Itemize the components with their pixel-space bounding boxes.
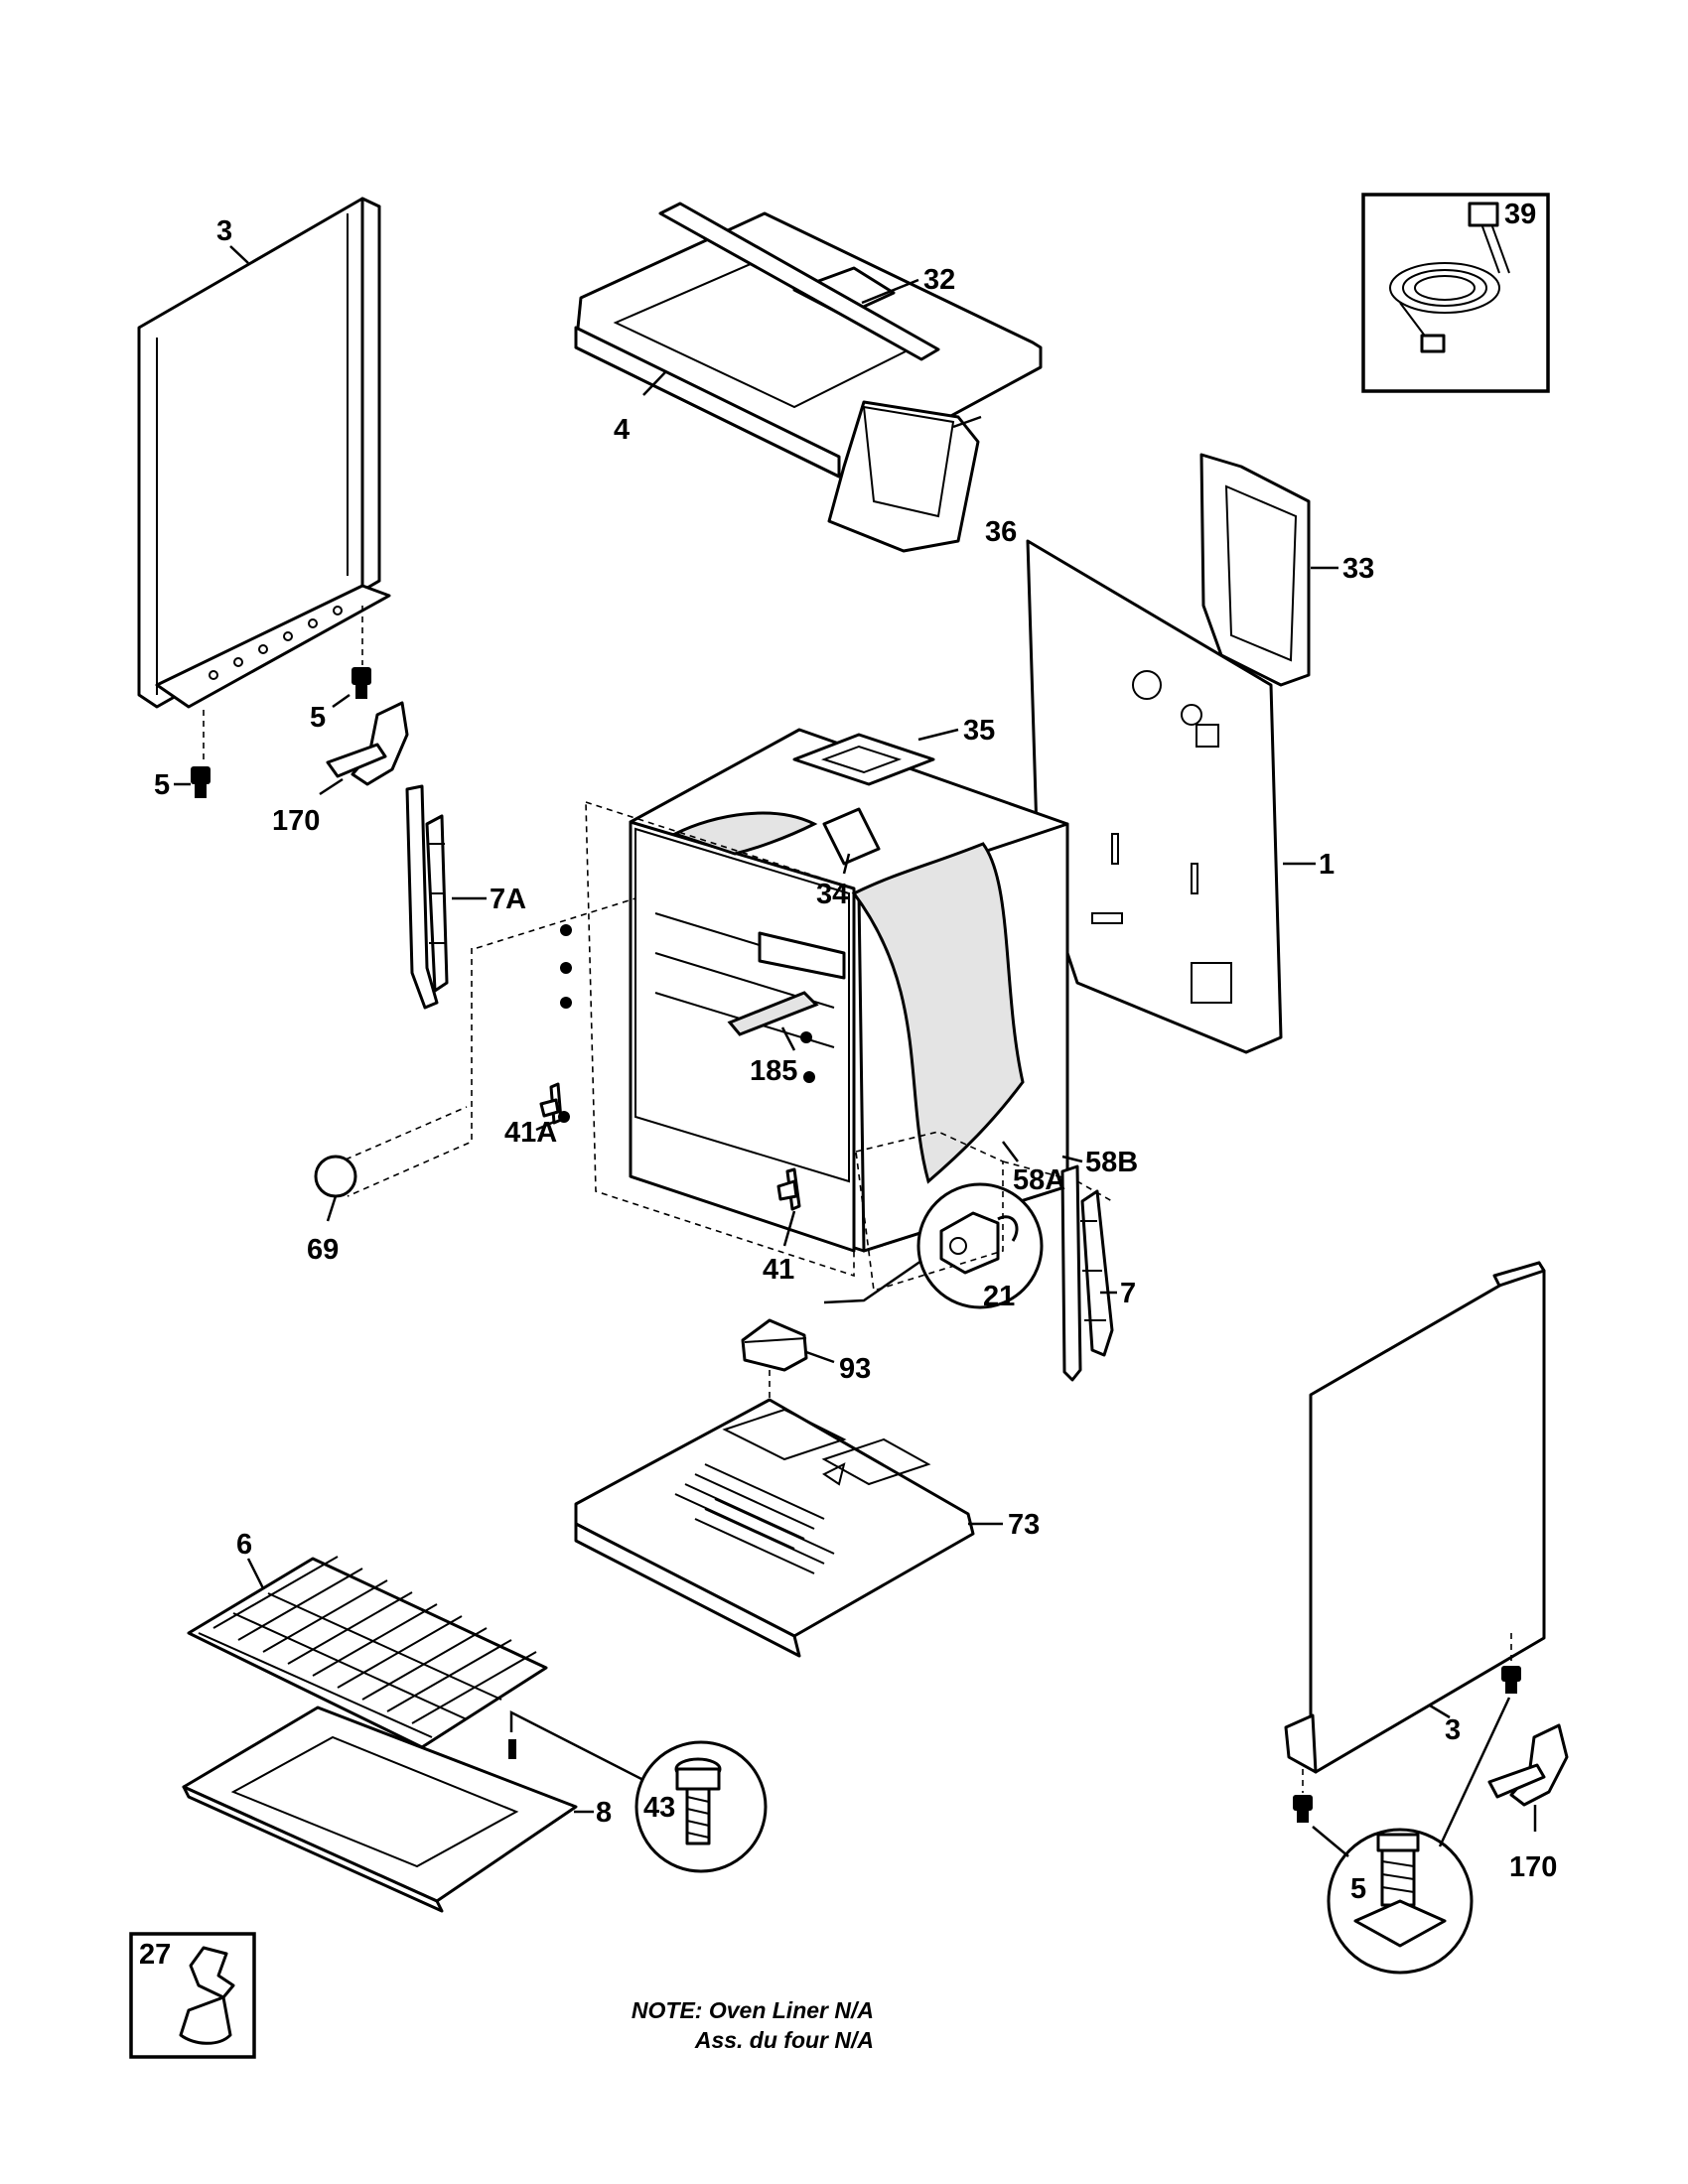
label-5-left-b: 5 bbox=[154, 769, 170, 801]
label-8: 8 bbox=[596, 1797, 612, 1829]
label-6: 6 bbox=[236, 1529, 252, 1561]
label-170-right: 170 bbox=[1509, 1851, 1557, 1883]
label-34: 34 bbox=[816, 879, 848, 910]
part-32-top-bracket bbox=[658, 202, 940, 361]
label-21: 21 bbox=[983, 1281, 1015, 1312]
part-41A-hinge-bracket bbox=[539, 1082, 563, 1125]
part-3-left-side-panel bbox=[137, 197, 391, 709]
part-69-light-lens bbox=[314, 1155, 357, 1198]
label-35: 35 bbox=[963, 715, 995, 747]
label-73: 73 bbox=[1008, 1509, 1040, 1541]
label-36: 36 bbox=[985, 516, 1017, 548]
part-5-leveling-leg-b bbox=[191, 766, 211, 798]
label-41A: 41A bbox=[504, 1117, 557, 1149]
part-5-leveling-leg-right-a bbox=[1501, 1666, 1521, 1694]
oven-liner-note: NOTE: Oven Liner N/A Ass. du four N/A bbox=[556, 1995, 874, 2055]
label-3-right: 3 bbox=[1445, 1714, 1461, 1746]
part-8-broiler-pan bbox=[182, 1706, 578, 1913]
part-170-anti-tip-bracket-left bbox=[326, 701, 409, 786]
part-41-hinge-bracket bbox=[776, 1167, 801, 1211]
part-36-vent-duct bbox=[827, 400, 980, 553]
label-5-left-a: 5 bbox=[310, 702, 326, 734]
part-35-vent-plate bbox=[792, 733, 935, 786]
label-58A: 58A bbox=[1013, 1164, 1065, 1196]
part-73-bottom-panel bbox=[574, 1398, 975, 1658]
oven-body-assembly bbox=[629, 728, 1069, 1253]
label-33: 33 bbox=[1342, 553, 1374, 585]
part-93-bumper bbox=[741, 1318, 808, 1372]
part-7A-hinge-receiver-left bbox=[405, 784, 449, 1010]
label-27: 27 bbox=[139, 1939, 171, 1971]
part-185-rack-guide bbox=[727, 991, 819, 1036]
part-6-oven-rack bbox=[187, 1556, 548, 1749]
part-33-rear-cover bbox=[1199, 453, 1311, 687]
part-21-detail-circle bbox=[916, 1182, 1044, 1309]
part-5-leveling-leg-right-b bbox=[1293, 1795, 1313, 1823]
label-3-left: 3 bbox=[216, 215, 232, 247]
part-39-wire-harness-box bbox=[1361, 193, 1550, 393]
label-93: 93 bbox=[839, 1353, 871, 1385]
label-39: 39 bbox=[1504, 199, 1536, 230]
label-58B: 58B bbox=[1085, 1147, 1138, 1178]
part-27-clip-box bbox=[129, 1932, 256, 2059]
part-5-leveling-leg-detail bbox=[1327, 1828, 1474, 1975]
part-3-right-side-panel bbox=[1284, 1261, 1546, 1774]
label-43: 43 bbox=[643, 1792, 675, 1824]
screws-left-frame bbox=[558, 924, 815, 1123]
part-43-small-screw bbox=[508, 1739, 516, 1759]
label-7A: 7A bbox=[490, 884, 526, 915]
part-5-leveling-leg-a bbox=[352, 667, 371, 699]
label-5-detail: 5 bbox=[1350, 1873, 1366, 1905]
part-170-anti-tip-bracket-right bbox=[1487, 1723, 1569, 1807]
part-43-bolt-detail bbox=[634, 1740, 768, 1873]
label-41: 41 bbox=[763, 1254, 794, 1286]
note-line-1: NOTE: Oven Liner N/A bbox=[631, 1997, 874, 2023]
label-32: 32 bbox=[923, 264, 955, 296]
part-7-hinge-receiver-right bbox=[1060, 1164, 1114, 1382]
label-170-left: 170 bbox=[272, 805, 320, 837]
label-1: 1 bbox=[1319, 849, 1335, 881]
note-line-2: Ass. du four N/A bbox=[694, 2027, 874, 2053]
label-185: 185 bbox=[750, 1055, 797, 1087]
label-7: 7 bbox=[1120, 1278, 1136, 1309]
label-69: 69 bbox=[307, 1234, 339, 1266]
part-number-labels: 3 32 4 39 36 33 5 5 170 35 34 1 7A 185 5… bbox=[139, 199, 1557, 1971]
label-4: 4 bbox=[614, 414, 630, 446]
part-34-vent-baffle bbox=[822, 807, 881, 866]
